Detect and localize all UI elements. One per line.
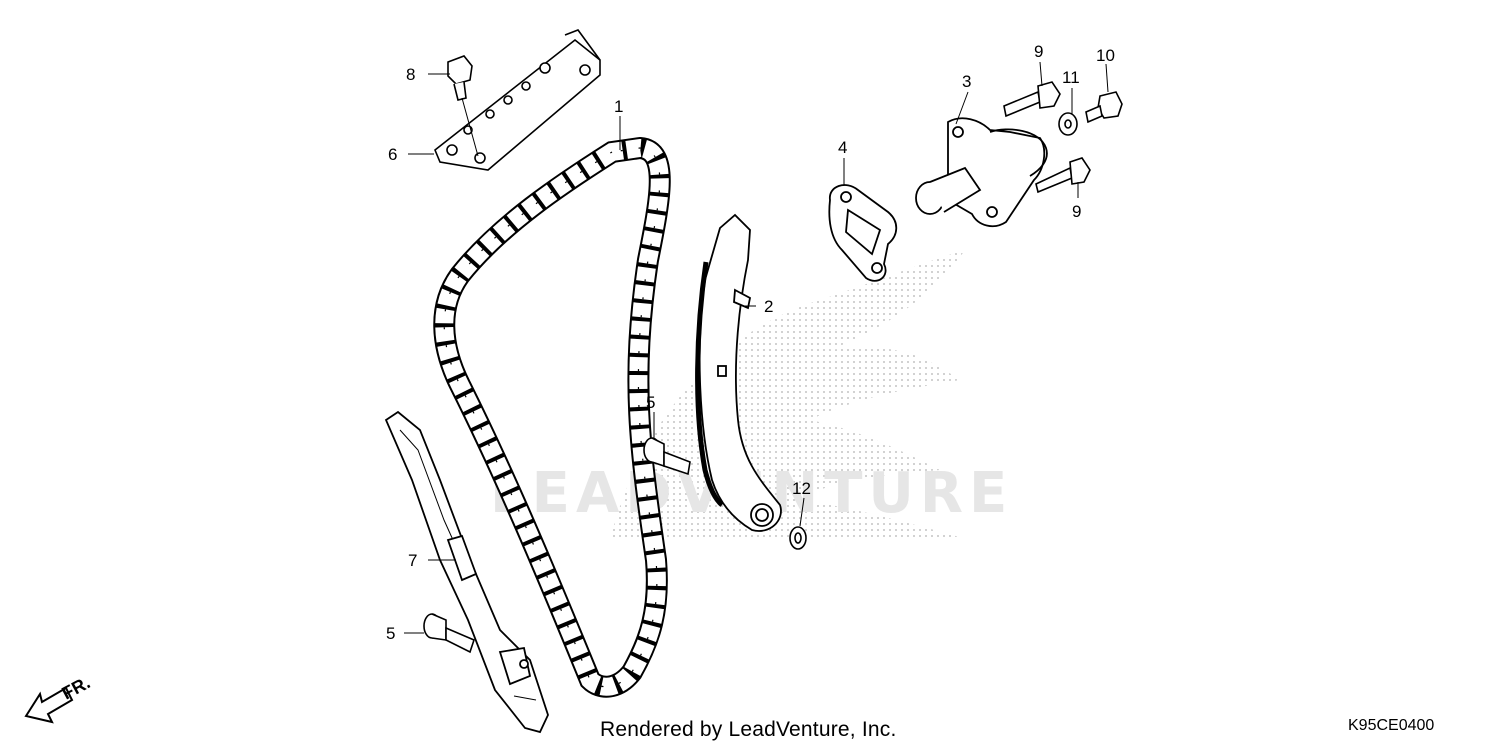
part-1-cam-chain[interactable] — [433, 136, 671, 698]
part-8-bolt[interactable] — [447, 55, 479, 157]
leader-lines — [404, 61, 1109, 634]
part-4-gasket[interactable] — [828, 184, 898, 282]
front-arrow-icon — [24, 686, 74, 724]
callout-7: 7 — [408, 551, 417, 570]
callout-10: 10 — [1096, 46, 1115, 65]
render-credit: Rendered by LeadVenture, Inc. — [600, 718, 897, 741]
callout-1: 1 — [614, 97, 623, 116]
callout-8: 8 — [406, 65, 415, 84]
part-3-tensioner-lifter[interactable] — [915, 117, 1048, 228]
callout-2: 2 — [764, 297, 773, 316]
callout-9-lower: 9 — [1072, 202, 1081, 221]
part-11-washer[interactable] — [1058, 112, 1078, 136]
part-5-bolt-lower[interactable] — [423, 613, 475, 654]
part-9-bolt-upper[interactable] — [1003, 81, 1061, 118]
callout-6: 6 — [388, 145, 397, 164]
callout-11: 11 — [1062, 68, 1080, 87]
callout-12: 12 — [792, 479, 811, 498]
part-5-bolt-upper[interactable] — [643, 437, 691, 476]
part-12-washer[interactable] — [789, 526, 807, 550]
part-6-guide-plate[interactable] — [434, 29, 601, 171]
part-7-chain-guide[interactable] — [384, 410, 549, 734]
callout-3: 3 — [962, 72, 971, 91]
part-2-tensioner-arm[interactable] — [695, 213, 782, 532]
part-10-bolt[interactable] — [1085, 91, 1123, 124]
diagram-code: K95CE0400 — [1348, 717, 1435, 734]
callout-9-upper: 9 — [1034, 42, 1043, 61]
callout-5-lower: 5 — [386, 624, 395, 643]
callout-4: 4 — [838, 138, 847, 157]
part-9-bolt-lower[interactable] — [1035, 157, 1091, 194]
callout-labels: 1 2 3 4 5 5 6 7 8 9 9 10 11 12 — [386, 42, 1115, 643]
front-direction-marker: FR. — [24, 672, 93, 724]
callout-5-upper: 5 — [646, 393, 655, 412]
